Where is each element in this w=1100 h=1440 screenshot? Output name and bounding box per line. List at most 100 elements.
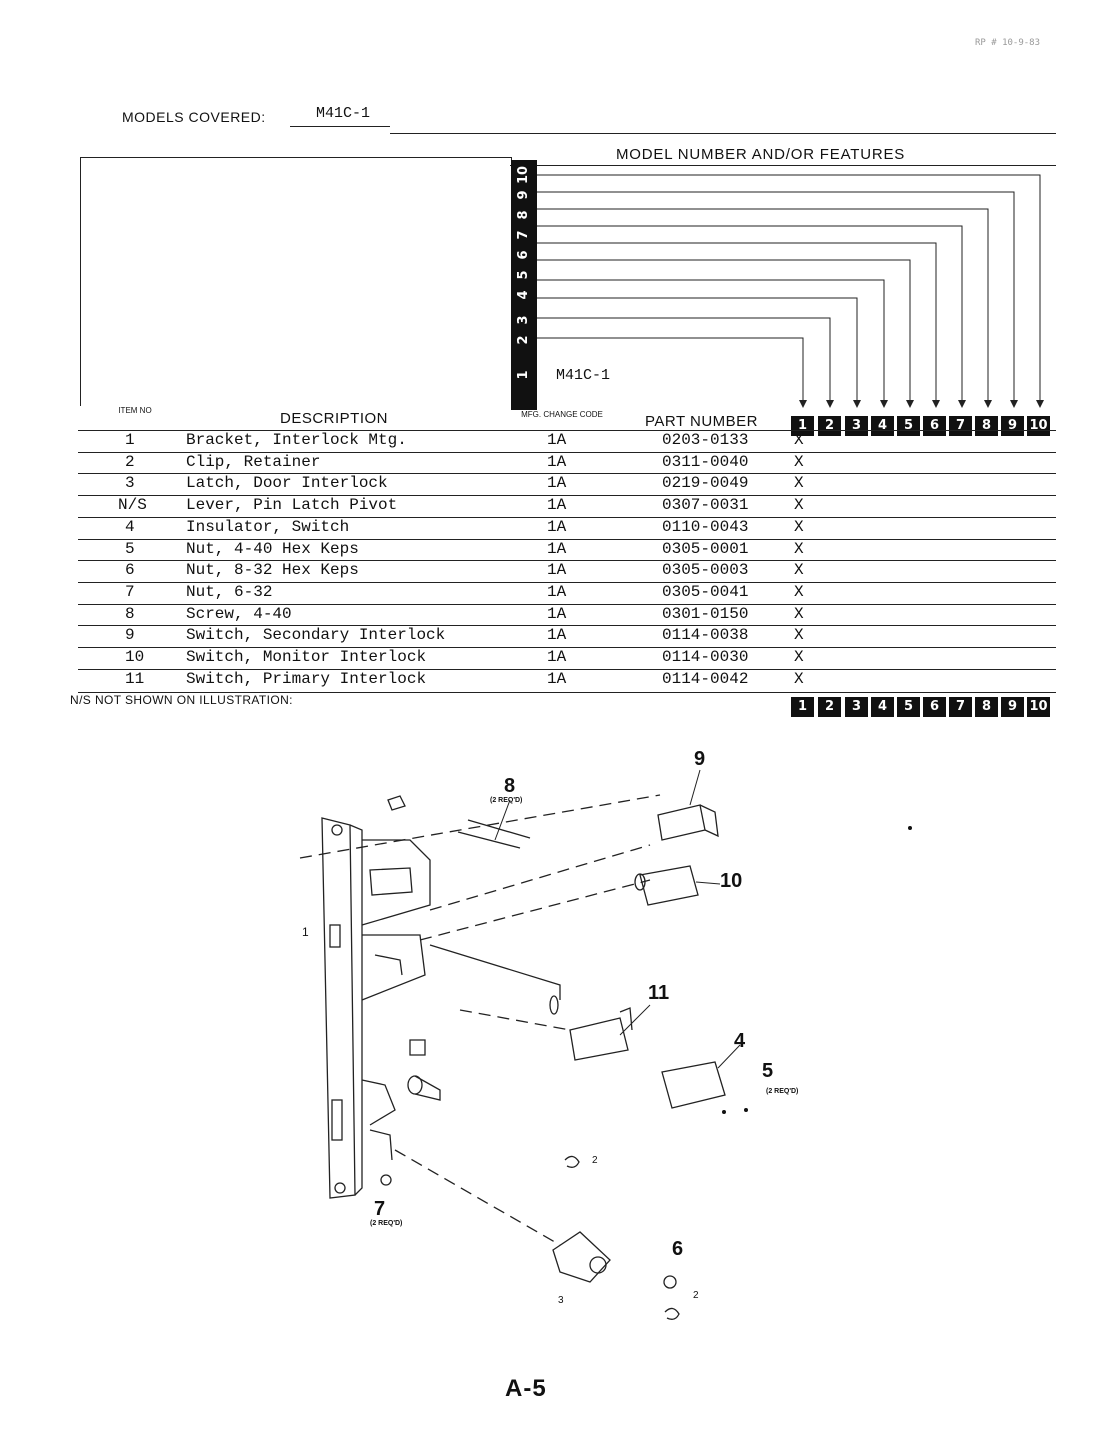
row-rule bbox=[78, 495, 1056, 497]
col-box-bottom-4: 4 bbox=[871, 697, 894, 717]
model-1-name: M41C-1 bbox=[556, 367, 611, 384]
col-box-top-4: 4 bbox=[871, 416, 894, 436]
row-description: Nut, 4-40 Hex Keps bbox=[186, 539, 359, 558]
models-covered-label: MODELS COVERED: bbox=[122, 109, 266, 125]
row-model-1-mark: X bbox=[794, 561, 804, 580]
row-item-no: 9 bbox=[125, 626, 135, 645]
row-part-number: 0305-0001 bbox=[662, 539, 749, 558]
row-rule bbox=[78, 516, 1056, 518]
row-model-1-mark: X bbox=[794, 648, 804, 666]
callout-10: 10 bbox=[720, 870, 743, 892]
col-box-top-10: 10 bbox=[1027, 416, 1050, 436]
row-rule bbox=[78, 560, 1056, 562]
col-box-bottom-10: 10 bbox=[1027, 697, 1050, 717]
col-box-bottom-7: 7 bbox=[949, 697, 972, 717]
callout-5-qty: (2 REQ'D) bbox=[766, 1088, 799, 1095]
row-item-no: 4 bbox=[125, 517, 135, 536]
row-mfg-code: 1A bbox=[547, 604, 567, 623]
row-description: Insulator, Switch bbox=[186, 517, 350, 536]
row-part-number: 0110-0043 bbox=[662, 517, 749, 536]
row-item-no: 7 bbox=[125, 582, 135, 601]
row-mfg-code: 1A bbox=[547, 474, 567, 493]
row-mfg-code: 1A bbox=[547, 582, 567, 601]
row-part-number: 0114-0030 bbox=[662, 648, 749, 666]
row-item-no: 5 bbox=[125, 539, 135, 558]
row-mfg-code: 1A bbox=[547, 626, 567, 645]
callout-5: 5 bbox=[762, 1060, 774, 1082]
row-item-no: 11 bbox=[125, 669, 145, 688]
row-mfg-code: 1A bbox=[547, 561, 567, 580]
col-box-top-8: 8 bbox=[975, 416, 998, 436]
row-item-no: 10 bbox=[125, 648, 145, 666]
row-model-1-mark: X bbox=[794, 582, 804, 601]
row-item-no: 6 bbox=[125, 561, 135, 580]
row-rule bbox=[78, 538, 1056, 540]
callout-6: 6 bbox=[672, 1238, 684, 1260]
callout-8: 8 bbox=[504, 775, 516, 797]
row-item-no: 8 bbox=[125, 604, 135, 623]
models-underline bbox=[290, 126, 390, 127]
row-mfg-code: 1A bbox=[547, 496, 567, 515]
col-description: DESCRIPTION bbox=[280, 410, 389, 427]
row-mfg-code: 1A bbox=[547, 452, 567, 471]
row-part-number: 0305-0041 bbox=[662, 582, 749, 601]
col-box-bottom-3: 3 bbox=[845, 697, 868, 717]
row-rule bbox=[78, 625, 1056, 627]
row-description: Switch, Monitor Interlock bbox=[186, 648, 427, 666]
col-box-top-1: 1 bbox=[791, 416, 814, 436]
row-model-1-mark: X bbox=[794, 539, 804, 558]
col-box-top-3: 3 bbox=[845, 416, 868, 436]
row-rule bbox=[78, 647, 1056, 648]
row-part-number: 0305-0003 bbox=[662, 561, 749, 580]
callout-2-lower: 2 bbox=[693, 1290, 699, 1301]
header-rule bbox=[390, 133, 1056, 134]
col-box-bottom-5: 5 bbox=[897, 697, 920, 717]
col-box-top-9: 9 bbox=[1001, 416, 1024, 436]
row-description: Switch, Secondary Interlock bbox=[186, 626, 446, 645]
row-model-1-mark: X bbox=[794, 669, 804, 688]
row-part-number: 0114-0042 bbox=[662, 669, 749, 688]
row-description: Latch, Door Interlock bbox=[186, 474, 388, 493]
row-item-no: N/S bbox=[118, 496, 147, 515]
row-mfg-code: 1A bbox=[547, 539, 567, 558]
row-item-no: 1 bbox=[125, 431, 135, 449]
callout-7: 7 bbox=[374, 1198, 386, 1220]
col-box-top-7: 7 bbox=[949, 416, 972, 436]
row-part-number: 0114-0038 bbox=[662, 626, 749, 645]
row-model-1-mark: X bbox=[794, 626, 804, 645]
table-bottom-rule bbox=[78, 692, 1056, 693]
row-part-number: 0301-0150 bbox=[662, 604, 749, 623]
callout-1: 1 bbox=[302, 925, 309, 939]
row-mfg-code: 1A bbox=[547, 669, 567, 688]
callout-11: 11 bbox=[648, 982, 670, 1004]
row-description: Switch, Primary Interlock bbox=[186, 669, 427, 688]
row-mfg-code: 1A bbox=[547, 431, 567, 449]
row-model-1-mark: X bbox=[794, 517, 804, 536]
col-box-bottom-2: 2 bbox=[818, 697, 841, 717]
row-mfg-code: 1A bbox=[547, 648, 567, 666]
row-model-1-mark: X bbox=[794, 496, 804, 515]
row-rule bbox=[78, 581, 1056, 583]
row-rule bbox=[78, 668, 1056, 670]
row-description: Screw, 4-40 bbox=[186, 604, 292, 623]
row-rule bbox=[78, 603, 1056, 605]
row-mfg-code: 1A bbox=[547, 517, 567, 536]
row-model-1-mark: X bbox=[794, 431, 804, 449]
models-covered-value: M41C-1 bbox=[316, 105, 371, 122]
row-description: Nut, 8-32 Hex Keps bbox=[186, 561, 359, 580]
row-item-no: 3 bbox=[125, 474, 135, 493]
col-box-bottom-8: 8 bbox=[975, 697, 998, 717]
model-index-bar bbox=[511, 160, 537, 410]
row-rule bbox=[78, 451, 1056, 453]
col-box-bottom-1: 1 bbox=[791, 697, 814, 717]
model-leader-lines bbox=[537, 174, 1044, 408]
row-model-1-mark: X bbox=[794, 452, 804, 471]
row-description: Lever, Pin Latch Pivot bbox=[186, 496, 398, 515]
row-description: Nut, 6-32 bbox=[186, 582, 273, 601]
col-box-top-6: 6 bbox=[923, 416, 946, 436]
table-top-rule bbox=[78, 430, 1056, 431]
col-box-bottom-6: 6 bbox=[923, 697, 946, 717]
callout-9: 9 bbox=[694, 748, 706, 770]
col-item-no: ITEM NO bbox=[118, 406, 152, 415]
